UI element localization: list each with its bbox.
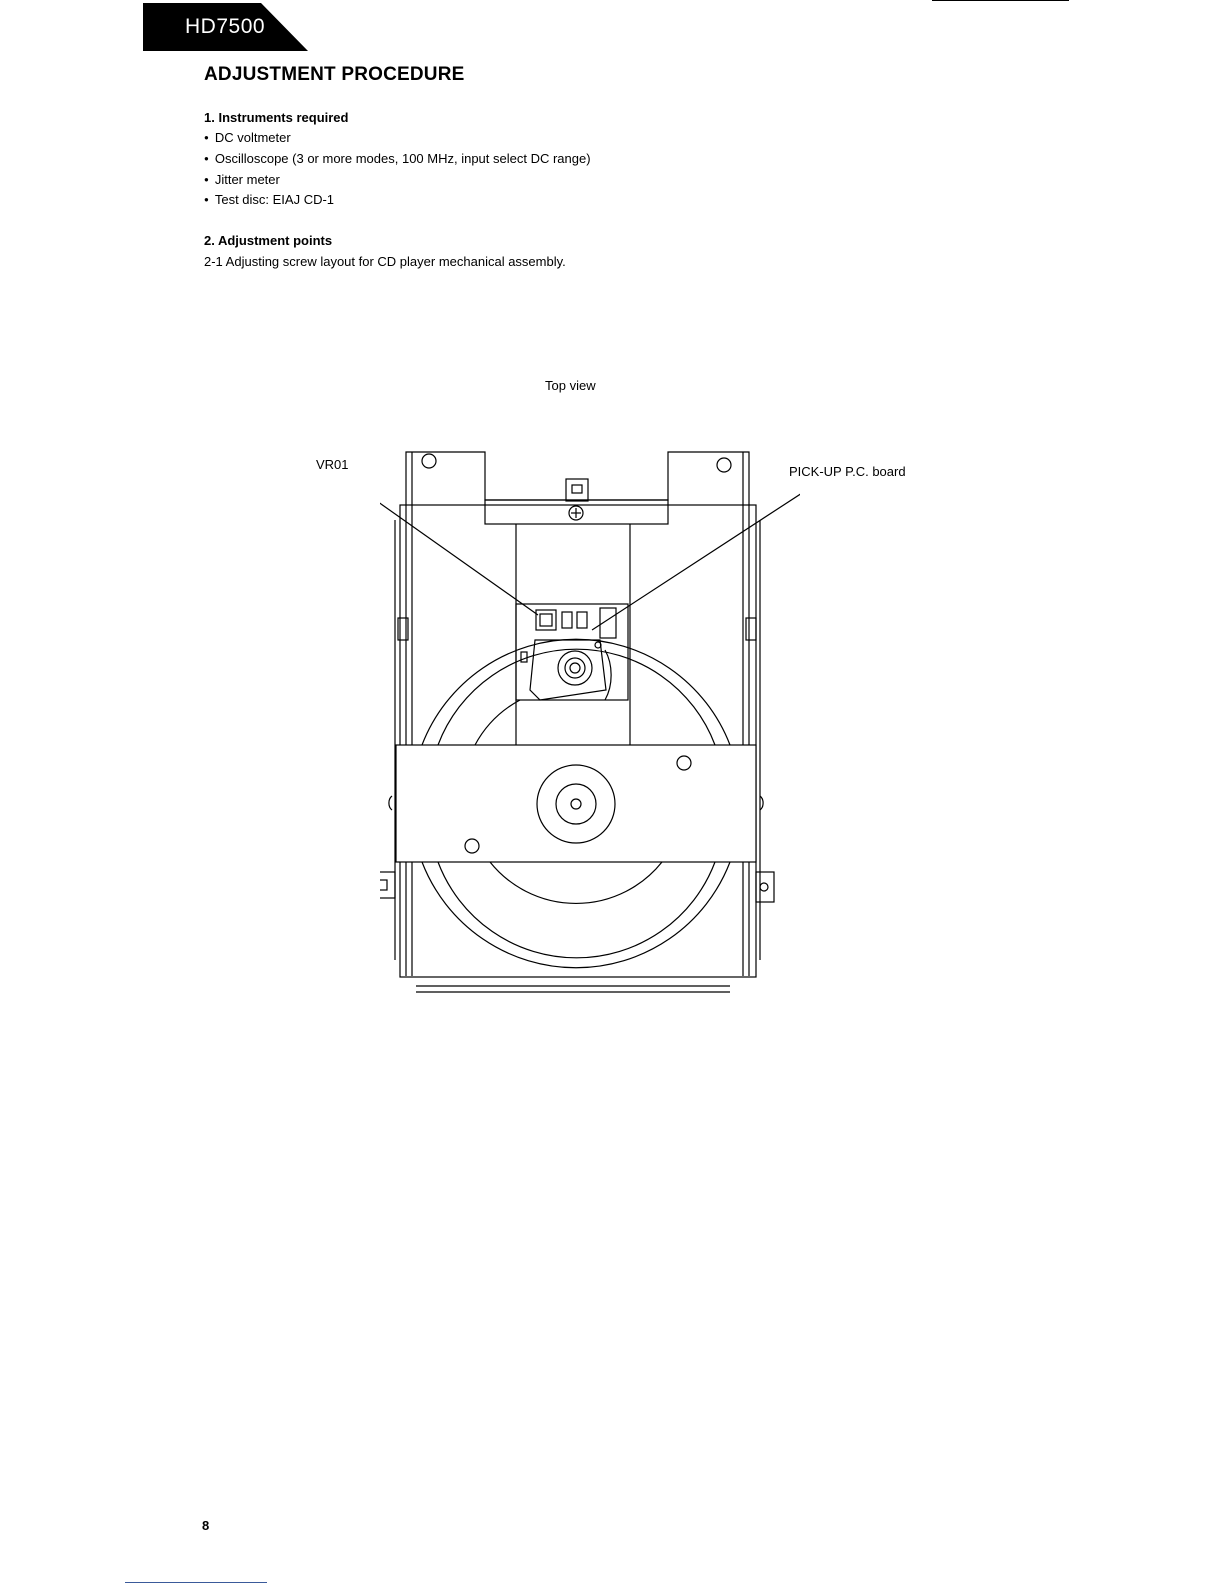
clamper-plate xyxy=(389,745,763,862)
top-rule xyxy=(932,0,1069,1)
side-tabs xyxy=(380,872,774,902)
model-label: HD7500 xyxy=(185,15,265,39)
vr01-label: VR01 xyxy=(316,457,349,472)
instrument-item: Test disc: EIAJ CD-1 xyxy=(204,192,334,207)
mechanism-frame xyxy=(395,452,760,977)
section-title: ADJUSTMENT PROCEDURE xyxy=(204,64,465,86)
model-tab: HD7500 xyxy=(143,3,308,51)
instrument-item: Oscilloscope (3 or more modes, 100 MHz, … xyxy=(204,151,591,166)
page-number: 8 xyxy=(202,1518,209,1533)
adjustment-points-heading: 2. Adjustment points xyxy=(204,233,332,248)
pickup-leader-line xyxy=(592,480,800,630)
instrument-item: Jitter meter xyxy=(204,172,280,187)
cd-mechanism-diagram xyxy=(380,440,800,1010)
instrument-item: DC voltmeter xyxy=(204,130,291,145)
vr01-leader-line xyxy=(380,475,538,615)
optical-pickup xyxy=(516,604,628,700)
bottom-rule xyxy=(125,1582,267,1583)
instruments-heading: 1. Instruments required xyxy=(204,110,348,125)
top-view-caption: Top view xyxy=(545,378,596,393)
adjustment-subitem: 2-1 Adjusting screw layout for CD player… xyxy=(204,254,566,269)
pickup-board-label: PICK-UP P.C. board xyxy=(789,464,906,479)
